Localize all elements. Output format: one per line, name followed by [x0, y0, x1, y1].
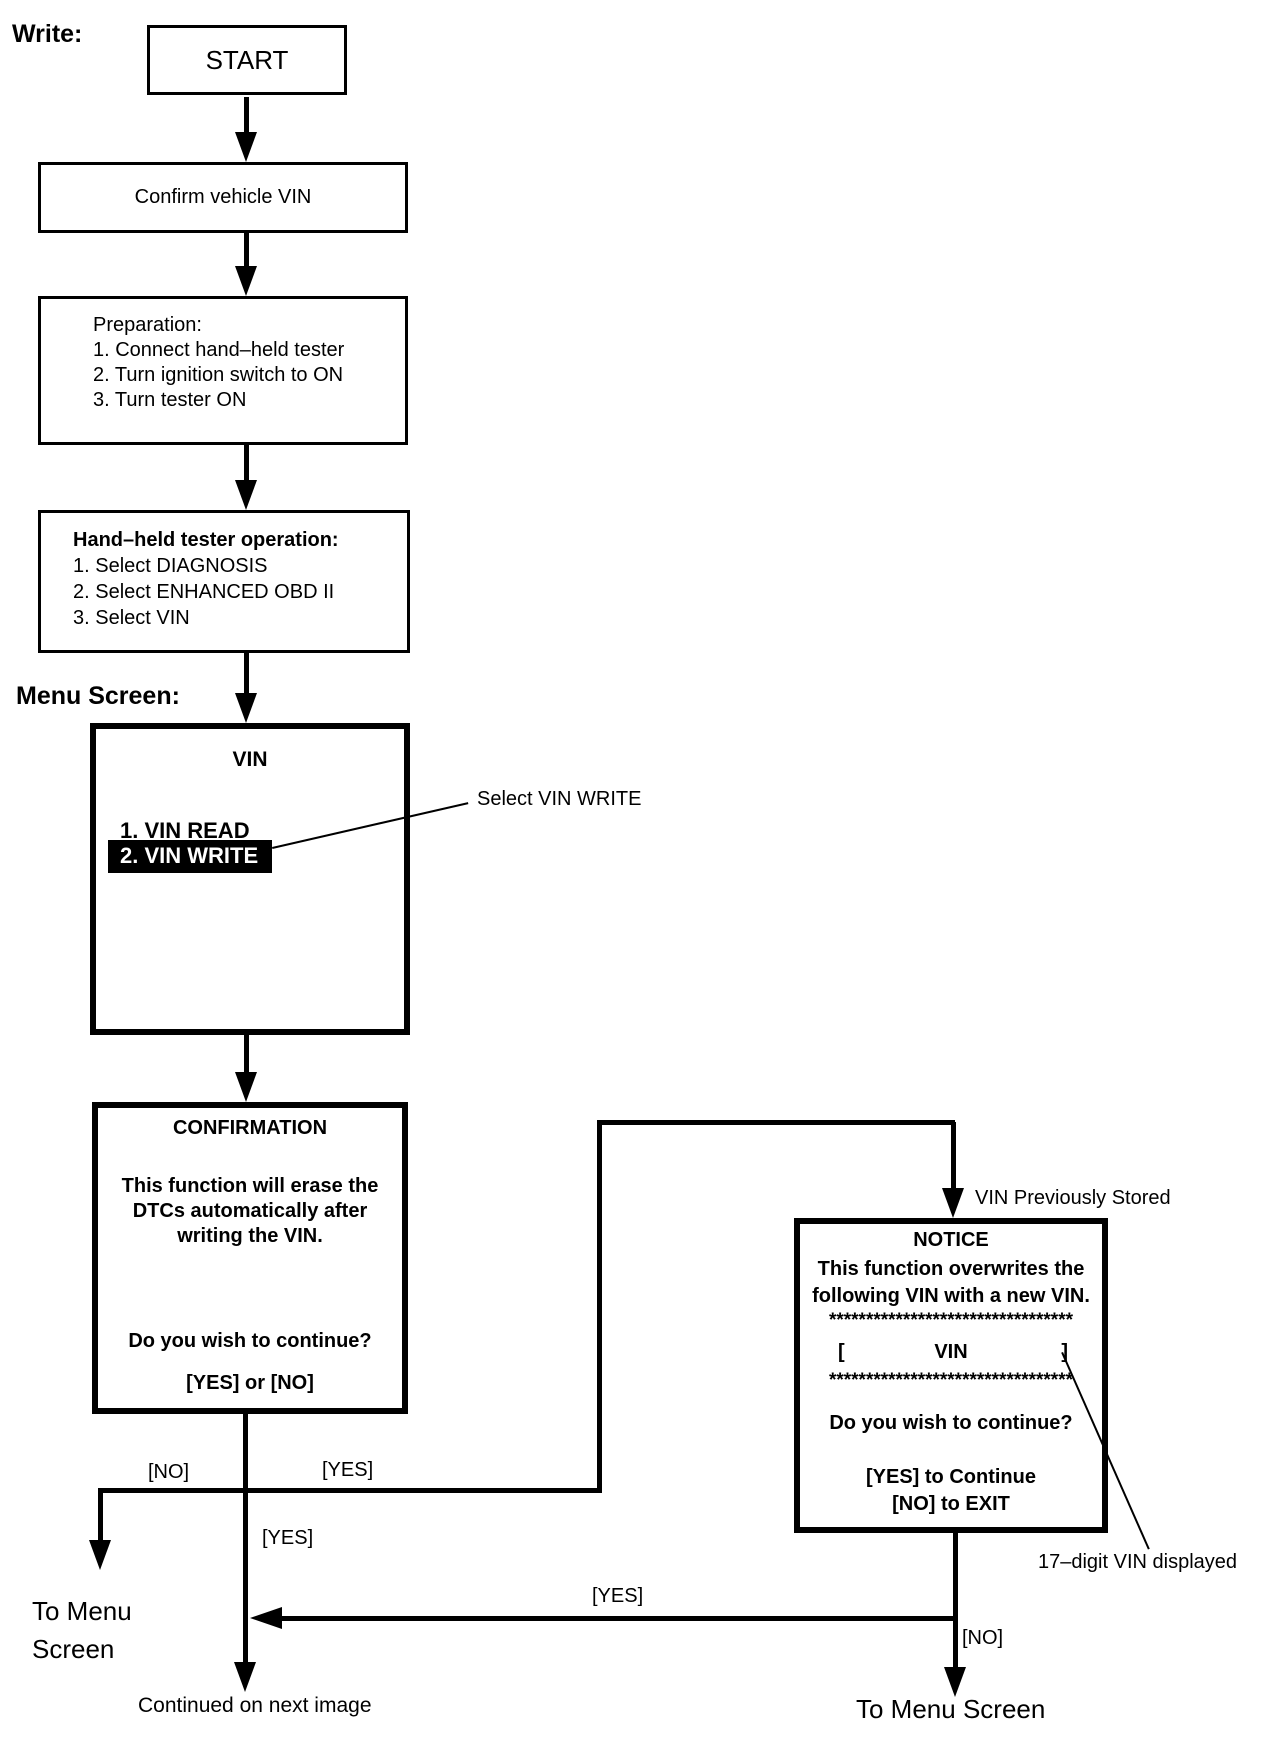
- preparation-step-3: 3. Turn tester ON: [93, 389, 247, 411]
- to-menu-screen-left-line1: To Menu: [32, 1596, 132, 1626]
- notice-vin-close-bracket: ]: [1061, 1341, 1068, 1363]
- flow-line-no-to-menu: [98, 1490, 103, 1542]
- notice-box: NOTICE This function overwrites the foll…: [794, 1218, 1108, 1533]
- edge-label-confirmation-no: [NO]: [148, 1461, 190, 1483]
- notice-vin-field: VIN: [934, 1341, 968, 1363]
- preparation-title: Preparation:: [93, 314, 202, 336]
- preparation-box: Preparation: 1. Connect hand–held tester…: [38, 296, 408, 445]
- flow-line-into-notice: [951, 1122, 956, 1192]
- notice-body-line-1: This function overwrites the: [817, 1258, 1085, 1280]
- arrowhead-start-confirm: [235, 132, 257, 162]
- vin-menu-box: VIN 1. VIN READ 2. VIN WRITE: [90, 723, 410, 1035]
- tester-operation-title: Hand–held tester operation:: [73, 529, 339, 551]
- to-menu-screen-left-line2: Screen: [32, 1634, 115, 1664]
- edge-label-notice-to-center-yes: [YES]: [592, 1585, 644, 1607]
- arrowhead-prep-op: [235, 480, 257, 510]
- arrowhead-notice-to-menu: [944, 1667, 966, 1697]
- notice-question: Do you wish to continue?: [829, 1412, 1073, 1434]
- confirmation-question: Do you wish to continue?: [128, 1330, 372, 1352]
- edge-label-notice-no: [NO]: [962, 1627, 1004, 1649]
- confirmation-body-line-3: writing the VIN.: [177, 1225, 323, 1247]
- seventeen-digit-vin-label: 17–digit VIN displayed: [1038, 1551, 1238, 1573]
- confirm-vin-box: Confirm vehicle VIN: [38, 162, 408, 233]
- select-vin-write-label: Select VIN WRITE: [477, 788, 642, 810]
- flow-line-start-confirm: [244, 97, 249, 135]
- start-label: START: [205, 44, 289, 75]
- arrowhead-menu-confirmation: [235, 1072, 257, 1102]
- notice-no-line: [NO] to EXIT: [892, 1493, 1010, 1515]
- confirmation-options: [YES] or [NO]: [186, 1372, 314, 1394]
- menu-item-vin-read: 1. VIN READ: [120, 818, 250, 843]
- menu-screen-section-label: Menu Screen:: [16, 682, 180, 710]
- tester-operation-box: Hand–held tester operation: 1. Select DI…: [38, 510, 410, 653]
- edge-label-confirmation-yes: [YES]: [322, 1459, 374, 1481]
- notice-vin-open-bracket: [: [838, 1341, 845, 1363]
- edge-label-center-yes: [YES]: [262, 1527, 314, 1549]
- flow-line-notice-down: [953, 1533, 958, 1669]
- tester-operation-step-1: 1. Select DIAGNOSIS: [73, 555, 268, 577]
- confirm-vin-label: Confirm vehicle VIN: [134, 186, 312, 208]
- arrowhead-op-menu: [235, 693, 257, 723]
- write-section-label: Write:: [12, 20, 83, 48]
- notice-stars-top: *********************************: [828, 1310, 1073, 1331]
- continued-next-image-label: Continued on next image: [138, 1694, 372, 1717]
- vin-previously-stored-label: VIN Previously Stored: [975, 1187, 1171, 1209]
- confirmation-body-line-2: DTCs automatically after: [132, 1200, 368, 1222]
- preparation-step-1: 1. Connect hand–held tester: [93, 339, 345, 361]
- notice-vin-row: [ VIN ]: [800, 1340, 1102, 1368]
- notice-yes-line: [YES] to Continue: [866, 1466, 1036, 1488]
- arrowhead-into-notice: [942, 1188, 964, 1218]
- arrowhead-continued: [234, 1662, 256, 1692]
- arrowhead-no-to-menu: [89, 1540, 111, 1570]
- start-box: START: [147, 25, 347, 95]
- flow-line-confirm-prep: [244, 233, 249, 269]
- flow-line-prep-op: [244, 445, 249, 483]
- tester-operation-step-3: 3. Select VIN: [73, 607, 190, 629]
- arrowhead-confirm-prep: [235, 266, 257, 296]
- flow-line-notice-yes-return: [268, 1616, 955, 1621]
- confirmation-title: CONFIRMATION: [172, 1117, 328, 1139]
- notice-title: NOTICE: [913, 1229, 989, 1251]
- notice-body-line-2: following VIN with a new VIN.: [812, 1285, 1090, 1307]
- vin-menu-title: VIN: [232, 748, 268, 771]
- flow-line-op-menu: [244, 652, 249, 696]
- to-menu-screen-left: To Menu Screen: [32, 1592, 132, 1668]
- menu-item-vin-write-highlighted: 2. VIN WRITE: [108, 840, 272, 873]
- confirmation-body-line-1: This function will erase the: [121, 1175, 379, 1197]
- branch-line-confirmation: [98, 1488, 601, 1493]
- flow-line-yes-top: [597, 1120, 955, 1125]
- preparation-step-2: 2. Turn ignition switch to ON: [93, 364, 344, 386]
- flow-line-menu-confirmation: [244, 1035, 249, 1075]
- to-menu-screen-right: To Menu Screen: [856, 1694, 1046, 1724]
- flow-line-confirmation-continued: [243, 1414, 248, 1664]
- flow-riser-yes: [597, 1122, 602, 1493]
- confirmation-box: CONFIRMATION This function will erase th…: [92, 1102, 408, 1414]
- notice-stars-bottom: *********************************: [828, 1370, 1073, 1391]
- arrowhead-yes-return: [250, 1607, 282, 1629]
- tester-operation-step-2: 2. Select ENHANCED OBD II: [73, 581, 335, 603]
